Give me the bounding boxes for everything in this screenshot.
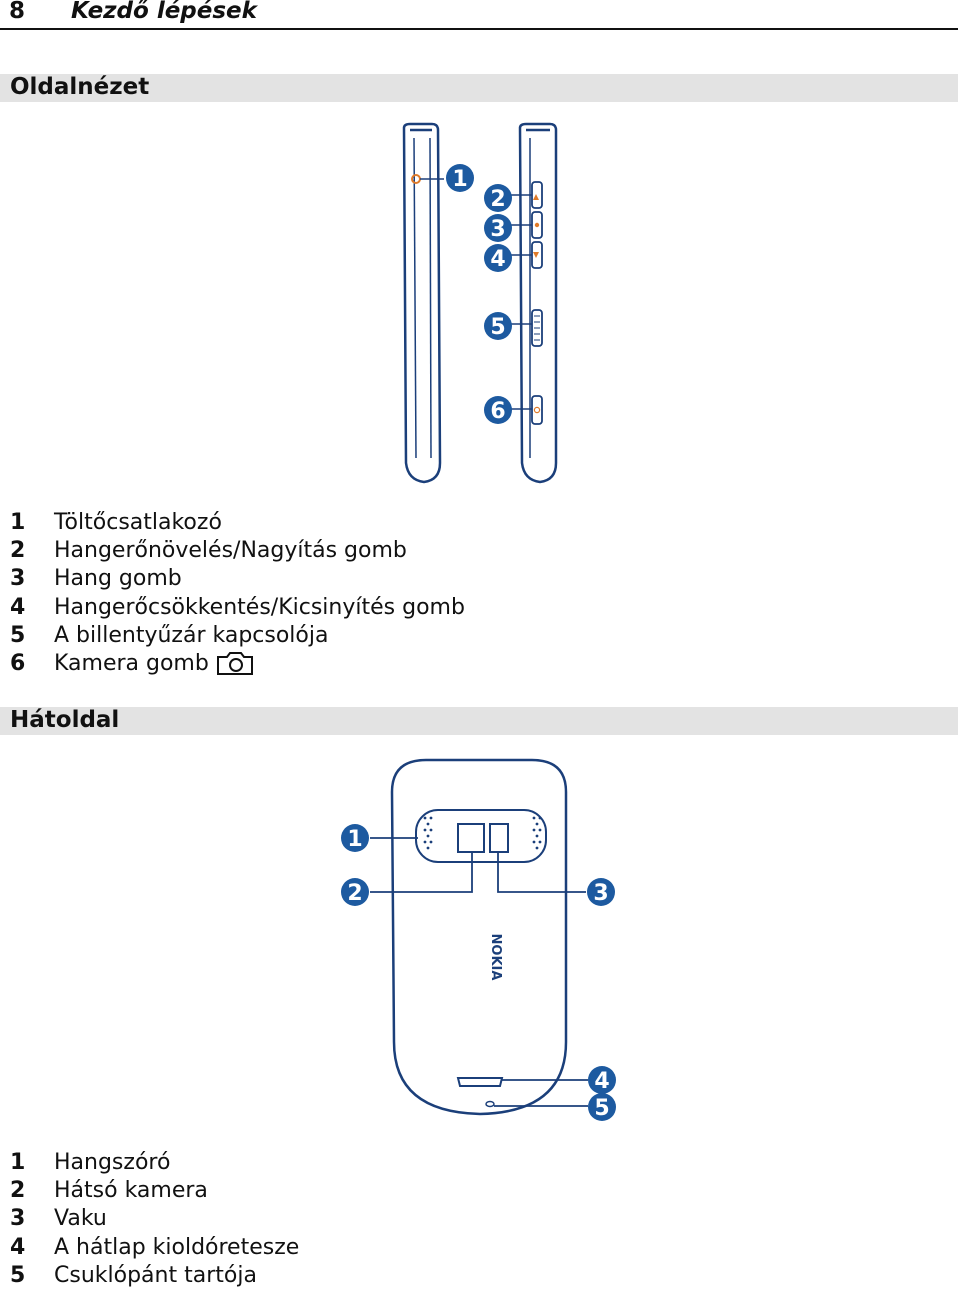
section-back-view: Hátoldal <box>0 707 958 735</box>
callout-2: 2 <box>484 184 512 212</box>
section-title: Oldalnézet <box>10 74 150 100</box>
side-view-figure: 1 2 3 4 5 6 <box>402 122 558 484</box>
svg-text:1: 1 <box>452 167 467 192</box>
phone-right-side <box>518 122 558 484</box>
svg-text:1: 1 <box>347 827 362 852</box>
chapter-title: Kezdő lépések <box>71 0 257 24</box>
section-title: Hátoldal <box>10 707 120 733</box>
brand-logo: NOKIA <box>488 934 503 981</box>
speaker-grille <box>423 816 542 850</box>
callout-5: 5 <box>588 1093 616 1121</box>
callout-2: 2 <box>341 878 369 906</box>
callout-6: 6 <box>484 396 512 424</box>
svg-text:6: 6 <box>490 399 505 424</box>
callout-3: 3 <box>587 878 615 906</box>
section-side-view: Oldalnézet <box>0 74 958 102</box>
svg-text:3: 3 <box>490 217 505 242</box>
phone-back <box>390 758 568 1116</box>
svg-text:4: 4 <box>490 247 505 272</box>
page-header: 8 Kezdő lépések <box>0 0 958 30</box>
callout-1: 1 <box>446 164 474 192</box>
charger-connector-mark <box>411 174 421 184</box>
callout-4: 4 <box>588 1066 616 1094</box>
phone-left-side <box>402 122 442 484</box>
svg-text:2: 2 <box>490 187 505 212</box>
svg-text:5: 5 <box>594 1096 609 1121</box>
svg-text:5: 5 <box>490 315 505 340</box>
callout-4: 4 <box>484 244 512 272</box>
page-number: 8 <box>9 0 26 24</box>
callout-3: 3 <box>484 214 512 242</box>
callout-5: 5 <box>484 312 512 340</box>
svg-text:2: 2 <box>347 881 362 906</box>
svg-text:4: 4 <box>594 1069 609 1094</box>
svg-text:3: 3 <box>593 881 608 906</box>
camera-icon <box>216 651 253 675</box>
back-view-figure: NOKIA 1 2 3 4 5 <box>341 758 616 1121</box>
callout-1: 1 <box>341 824 369 852</box>
